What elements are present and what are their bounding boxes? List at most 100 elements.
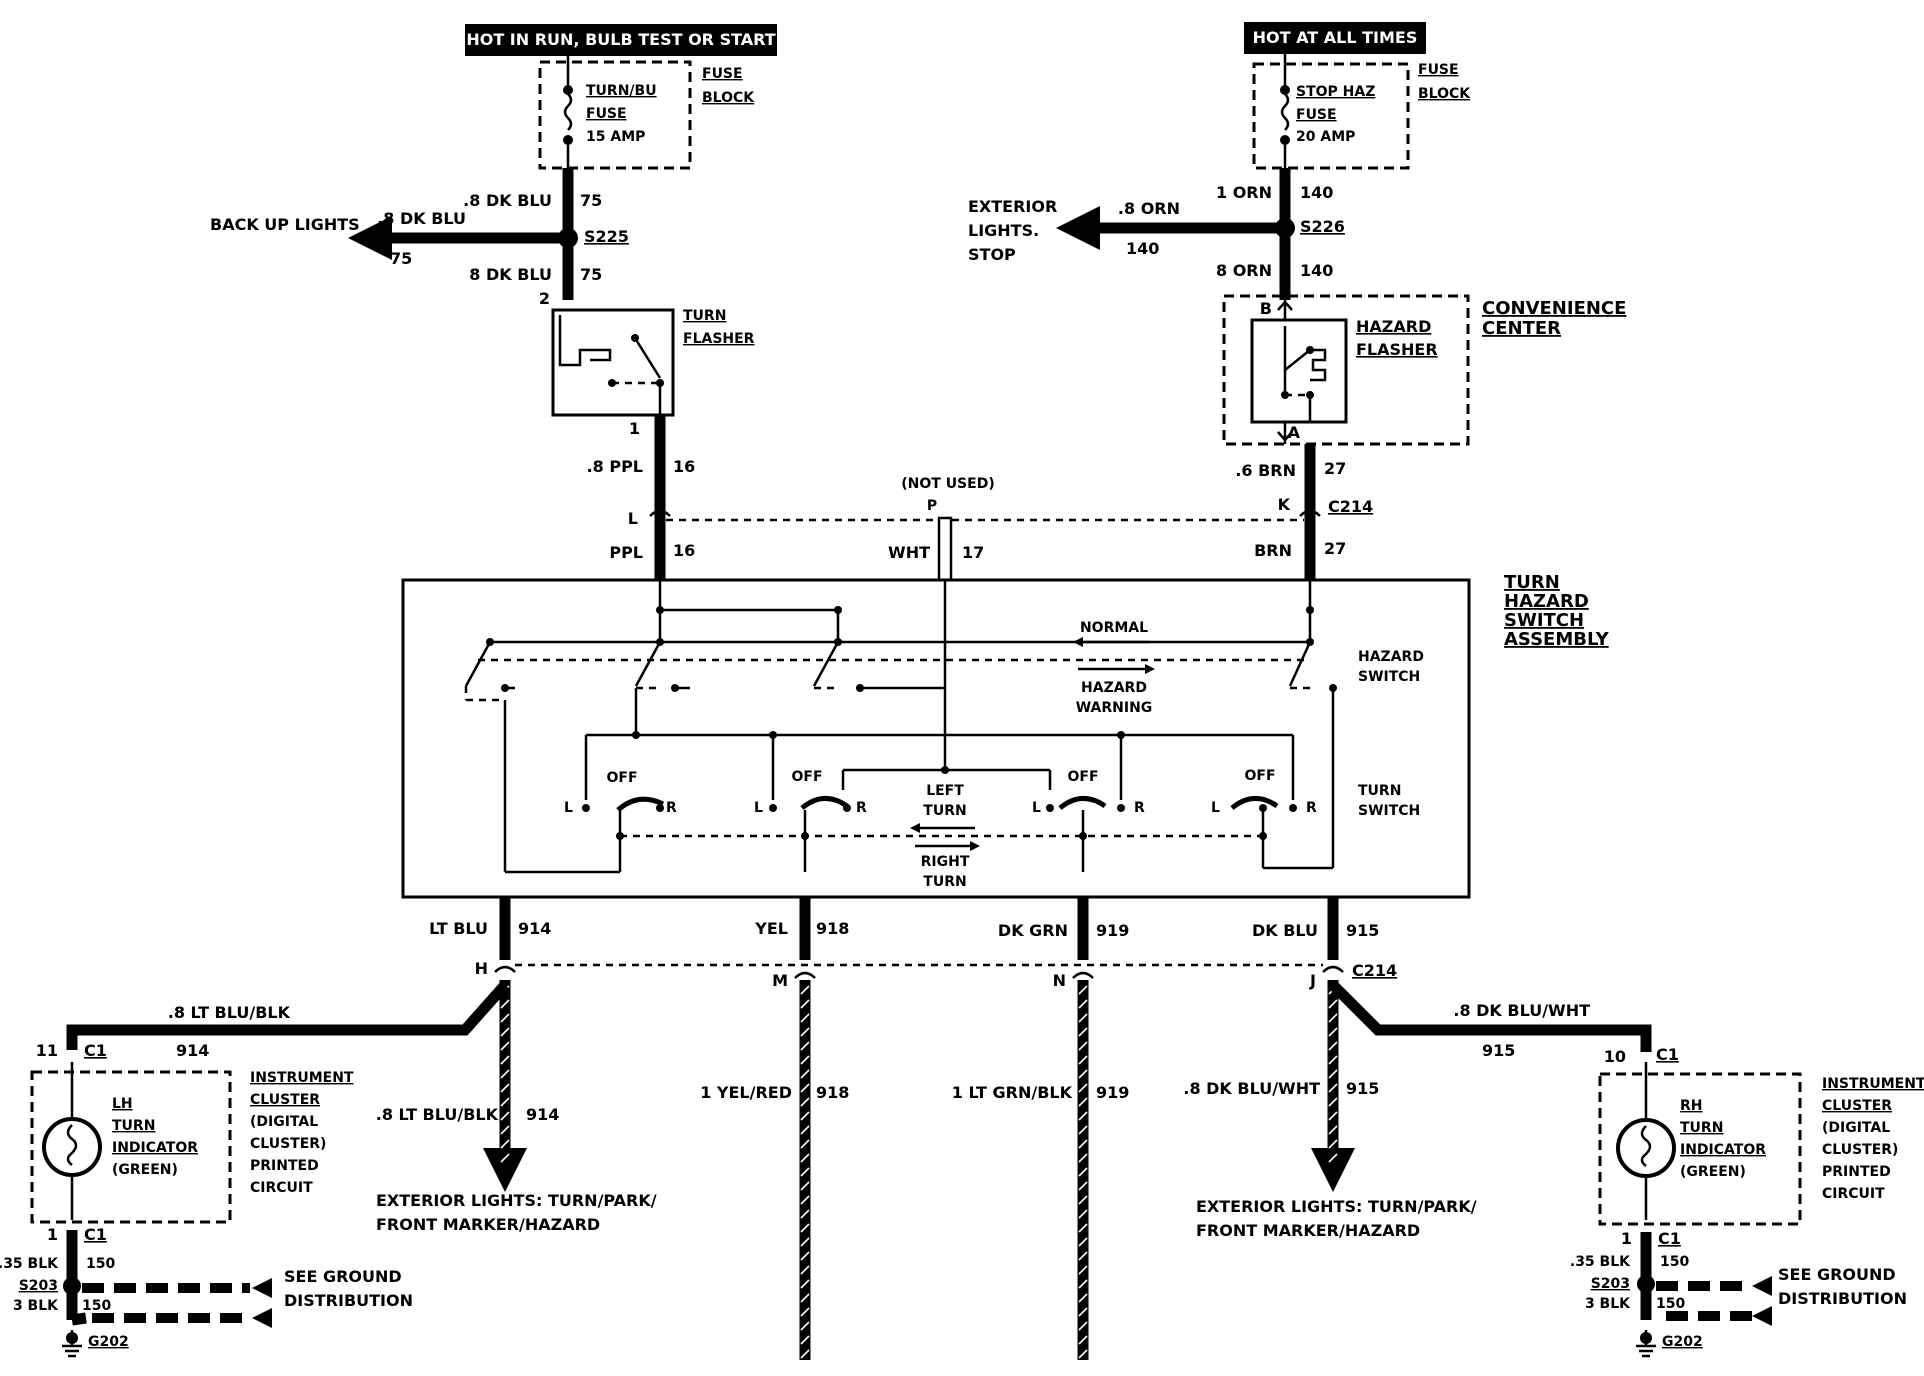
- turn-bu-amp: 15 AMP: [586, 129, 645, 145]
- hazard-switch-2: SWITCH: [1358, 669, 1420, 685]
- wire-stripe: [1078, 1293, 1088, 1303]
- ext-lights-left-1: EXTERIOR LIGHTS: TURN/PARK/: [376, 1191, 657, 1210]
- hazard-switch-1: HAZARD: [1358, 649, 1424, 665]
- wire-stripe: [800, 1139, 810, 1149]
- wire-stripe: [1078, 1279, 1088, 1289]
- circuit-17: 17: [962, 543, 984, 562]
- pin-L: L: [628, 509, 638, 528]
- wire-8dkblu-c: 8 DK BLU: [469, 265, 552, 284]
- circuit-919-a: 919: [1096, 921, 1129, 940]
- instrument-cluster-left-6: CIRCUIT: [250, 1180, 313, 1196]
- wire-stripe: [800, 1349, 810, 1359]
- pin-10: 10: [1604, 1047, 1626, 1066]
- connector-c1-c: C1: [84, 1225, 107, 1244]
- switch-L-2: L: [754, 800, 763, 816]
- wire-stripe: [1328, 1027, 1338, 1037]
- switch-L-4: L: [1211, 800, 1220, 816]
- ground-g202-right: G202: [1662, 1334, 1703, 1350]
- circuit-914-a: 914: [518, 919, 551, 938]
- stop-haz-amp: 20 AMP: [1296, 129, 1355, 145]
- wire-stripe: [800, 1097, 810, 1107]
- circuit-75-c: 75: [580, 265, 602, 284]
- circuit-914-b: 914: [176, 1041, 209, 1060]
- convenience-center-1: CONVENIENCE: [1482, 298, 1626, 319]
- wire-stripe: [1078, 1153, 1088, 1163]
- ext-lights-right-1: EXTERIOR LIGHTS: TURN/PARK/: [1196, 1197, 1477, 1216]
- pin-B: B: [1260, 299, 1272, 318]
- wire-stripe: [800, 1167, 810, 1177]
- circuit-918-b: 918: [816, 1083, 849, 1102]
- splice-s203-left-label: S203: [19, 1278, 58, 1294]
- wire-stripe: [1328, 1097, 1338, 1107]
- normal-label: NORMAL: [1080, 620, 1148, 636]
- stop-haz-fuse-block: STOP HAZ FUSE 20 AMP: [1252, 62, 1410, 170]
- pin-1-c1-right: 1: [1621, 1229, 1632, 1248]
- instrument-cluster-left-1: INSTRUMENT: [250, 1070, 354, 1086]
- hot-all-label-box: [1244, 22, 1426, 54]
- circuit-915-a: 915: [1346, 921, 1379, 940]
- wire-stripe: [1328, 1083, 1338, 1093]
- wire-stripe: [1078, 1125, 1088, 1135]
- circuit-27-b: 27: [1324, 539, 1346, 558]
- circuit-75-b: 75: [390, 249, 412, 268]
- instrument-cluster-right-6: CIRCUIT: [1822, 1186, 1885, 1202]
- instrument-cluster-left-2: CLUSTER: [250, 1092, 320, 1108]
- wire-35blk-left: .35 BLK: [0, 1256, 59, 1272]
- wire-3blk-left: 3 BLK: [13, 1298, 59, 1314]
- lh-turn-1: LH: [112, 1096, 133, 1112]
- wire-8dkblu-b: .8 DK BLU: [377, 209, 466, 228]
- wire-stripe: [500, 1153, 510, 1163]
- wire-915-branch: [1329, 981, 1652, 1052]
- wire-8ltblublk-a: .8 LT BLU/BLK: [168, 1003, 291, 1022]
- turn-flasher-label-1: TURN: [683, 308, 726, 324]
- fuse-block-right-1: FUSE: [1418, 62, 1459, 78]
- wire-stripe: [500, 1139, 510, 1149]
- wire-stripe: [800, 1195, 810, 1205]
- instrument-cluster-right-5: PRINTED: [1822, 1164, 1891, 1180]
- turn-hazard-switch-assembly: NORMAL HAZARD WARNING HAZARD SWITCH: [401, 578, 1471, 899]
- switch-R-2: R: [856, 800, 867, 816]
- ext-lights-left-2: FRONT MARKER/HAZARD: [376, 1215, 600, 1234]
- circuit-140-c: 140: [1300, 261, 1333, 280]
- wire-stripe: [1078, 1055, 1088, 1065]
- wire-stripe: [800, 1321, 810, 1331]
- wire-stripe: [1078, 1097, 1088, 1107]
- wire-dkblu: DK BLU: [1252, 921, 1318, 940]
- instrument-cluster-left-4: CLUSTER): [250, 1136, 326, 1152]
- pin-J: J: [1309, 971, 1316, 990]
- wire-stripe: [800, 1279, 810, 1289]
- circuit-915-b: 915: [1482, 1041, 1515, 1060]
- switch-R-1: R: [666, 800, 677, 816]
- ground-g202-left: G202: [88, 1334, 129, 1350]
- wire-stripe: [800, 1265, 810, 1275]
- switch-R-4: R: [1306, 800, 1317, 816]
- pin-1-c1-left: 1: [47, 1225, 58, 1244]
- wire-stripe: [800, 1027, 810, 1037]
- hazard-flasher-1: HAZARD: [1356, 317, 1431, 336]
- wire-stripe: [800, 1237, 810, 1247]
- wire-stripe: [1328, 1139, 1338, 1149]
- instrument-cluster-right-3: (DIGITAL: [1822, 1120, 1890, 1136]
- wire-stripe: [1328, 1125, 1338, 1135]
- wire-stripe: [1328, 1041, 1338, 1051]
- wire-wht-17: [937, 516, 953, 582]
- hot-run-label-box: [465, 24, 777, 56]
- turn-bu-fuse-line2: FUSE: [586, 106, 627, 122]
- turn-bu-fuse-line1: TURN/BU: [586, 83, 657, 99]
- wire-stripe: [1078, 1209, 1088, 1219]
- wire-stripe: [800, 1083, 810, 1093]
- wire-914-branch: [66, 981, 510, 1050]
- wire-stripe: [500, 1013, 510, 1023]
- exterior-lights-stop-2: LIGHTS.: [968, 221, 1039, 240]
- rh-turn-1: RH: [1680, 1098, 1703, 1114]
- lh-turn-4: (GREEN): [112, 1162, 178, 1178]
- circuit-150-d: 150: [1656, 1296, 1685, 1312]
- right-turn-1: RIGHT: [921, 854, 970, 870]
- splice-s203-right-label: S203: [1591, 1276, 1630, 1292]
- wire-stripe: [500, 1069, 510, 1079]
- turn-hazard-switch-4: ASSEMBLY: [1504, 629, 1610, 650]
- wire-stripe: [1078, 1307, 1088, 1317]
- hazard-flasher-2: FLASHER: [1356, 340, 1438, 359]
- wire-stripe: [500, 999, 510, 1009]
- lh-turn-3: INDICATOR: [112, 1140, 198, 1156]
